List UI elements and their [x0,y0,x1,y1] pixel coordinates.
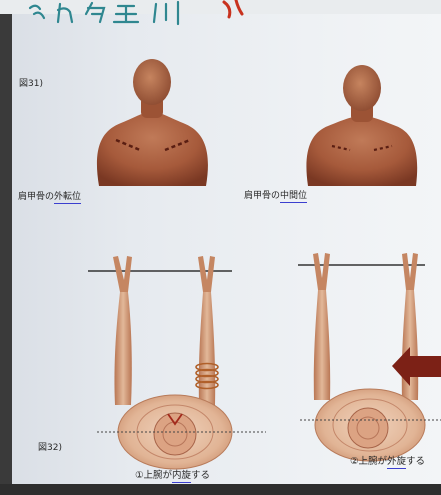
shoulders-back [306,116,417,186]
caption-underlined: 内旋 [172,470,191,483]
caption-prefix: ②上腕が [350,456,387,467]
top-view-internal-rotation [88,256,266,469]
caption-suffix: する [406,456,425,467]
caption-prefix: 肩甲骨の [244,191,280,201]
photo-bottom-border [0,484,441,495]
torso-back-neutral [306,65,417,186]
top-view-external-rotation [298,253,441,461]
left-arm [114,292,131,405]
caption-underlined: 外旋 [387,456,406,469]
head [343,65,381,111]
board-top-area [0,0,441,14]
right-hand [402,253,418,290]
caption-internal-rotation: ①上腕が内旋する [135,471,210,481]
head-top [348,408,388,448]
caption-prefix: ①上腕が [135,470,172,481]
caption-prefix: 肩甲骨の [18,192,54,202]
left-hand [113,256,132,292]
right-hand [198,256,215,292]
left-hand [313,253,330,290]
caption-suffix: する [191,470,210,481]
head-top [154,413,196,455]
caption-abduction: 肩甲骨の外転位 [18,193,81,202]
caption-neutral: 肩甲骨の中間位 [244,192,307,201]
photo-left-border [0,14,12,495]
caption-external-rotation: ②上腕が外旋する [350,457,425,467]
caption-underlined: 中間位 [280,191,307,203]
left-arm [314,290,330,400]
figure-32-label: 図32) [38,444,62,453]
torso-back-abducted [97,59,208,186]
figure-31-label: 図31) [19,80,43,89]
shoulders-back [97,112,208,186]
head [133,59,171,105]
caption-underlined: 外転位 [54,192,81,204]
